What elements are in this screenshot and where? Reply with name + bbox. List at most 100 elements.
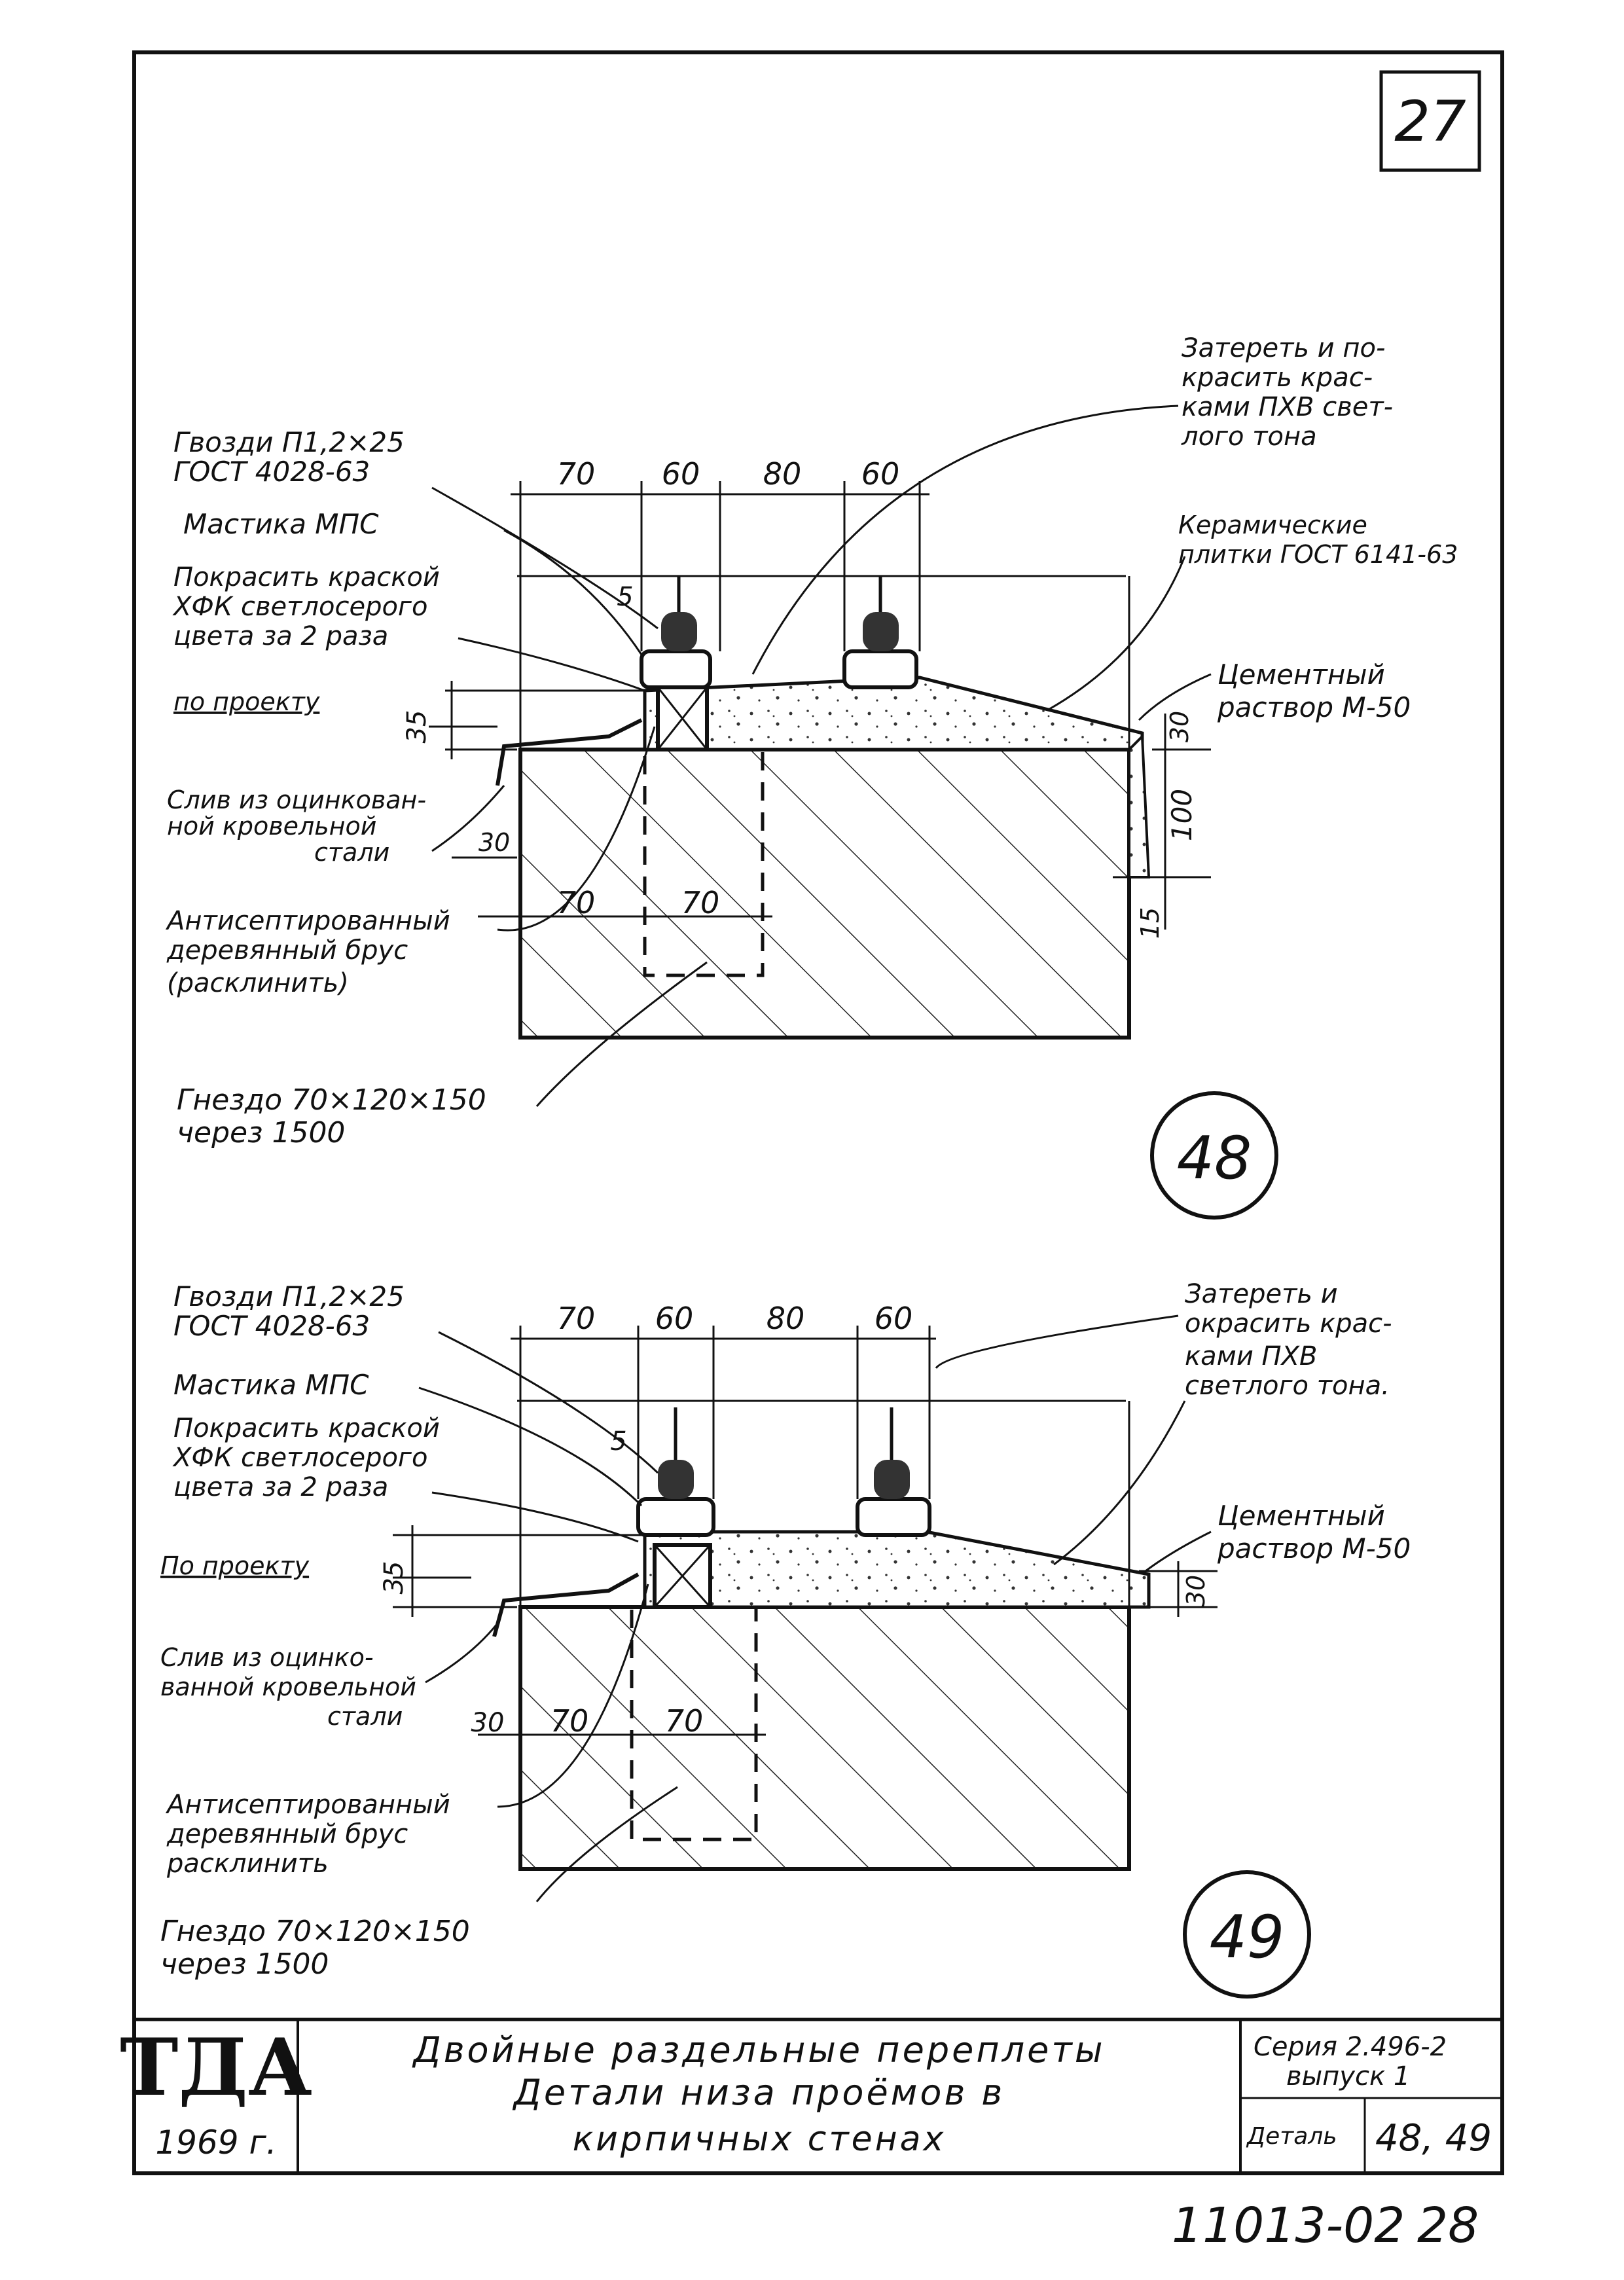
dim-top-2-48: 60 (662, 456, 700, 492)
svg-text:цвета за 2 раза: цвета за 2 раза (173, 1472, 388, 1502)
dim-top-4-48: 60 (861, 456, 900, 492)
wall-section-49 (520, 1607, 1129, 1869)
page-number: 27 (1394, 89, 1466, 154)
detail-number-circle-48 (1150, 1091, 1278, 1220)
detail-label: Деталь (1246, 2123, 1337, 2150)
svg-text:ками ПХВ: ками ПХВ (1185, 1341, 1317, 1371)
svg-text:деревянный брус: деревянный брус (166, 935, 408, 966)
svg-text:Затереть и: Затереть и (1185, 1279, 1338, 1309)
svg-text:Гнездо 70×120×150: Гнездо 70×120×150 (160, 1915, 470, 1948)
issue-label: выпуск 1 (1286, 2061, 1410, 2091)
svg-text:Керамические: Керамические (1178, 511, 1367, 539)
title-line-3: кирпичных стенах (573, 2120, 947, 2159)
note-mastic-48: Мастика МПС (183, 508, 379, 540)
note-socket-48: Гнездо 70×120×150 через 1500 (177, 1083, 486, 1149)
svg-text:через 1500: через 1500 (160, 1947, 329, 1981)
svg-text:красить крас-: красить крас- (1182, 363, 1373, 393)
svg-text:Слив из оцинко-: Слив из оцинко- (160, 1643, 374, 1672)
svg-text:Слив из оцинкован-: Слив из оцинкован- (167, 786, 426, 814)
note-drip-48: Слив из оцинкован- ной кровельной стали (167, 786, 426, 867)
note-paint-48: Покрасить краской ХФК светлосерого цвета… (172, 562, 440, 651)
dim-30-right-48: 30 (1165, 711, 1194, 742)
svg-text:светлого тона.: светлого тона. (1185, 1371, 1390, 1401)
dim-chain-top-48 (511, 481, 1130, 750)
note-nails-48: Гвозди П1,2×25 ГОСТ 4028-63 (173, 426, 405, 488)
logo-year: 1969 г. (155, 2124, 276, 2162)
dim-70a-49: 70 (550, 1703, 589, 1739)
dim-30-left-48: 30 (478, 828, 510, 857)
dim-5-49: 5 (610, 1426, 626, 1457)
title-line-1: Двойные раздельные переплеты (412, 2029, 1106, 2071)
dim-15-48: 15 (1136, 907, 1164, 939)
svg-text:ГОСТ 4028-63: ГОСТ 4028-63 (173, 456, 370, 488)
detail-49: 70 60 80 60 5 35 30 70 70 30 (160, 1279, 1411, 1999)
detail-number-48: 48 (1177, 1124, 1252, 1193)
note-nails-49: Гвозди П1,2×25 ГОСТ 4028-63 (173, 1280, 405, 1342)
dim-top-3-48: 80 (763, 456, 802, 492)
dim-top-1-48: 70 (557, 456, 596, 492)
svg-text:Антисептированный: Антисептированный (165, 906, 450, 936)
svg-text:через 1500: через 1500 (177, 1116, 345, 1149)
note-mortar-48: Цементный раствор М-50 (1217, 659, 1411, 723)
detail-48: 70 60 80 60 5 35 30 70 70 30 100 15 (165, 333, 1458, 1220)
svg-text:Гвозди П1,2×25: Гвозди П1,2×25 (173, 426, 405, 458)
svg-text:Гвозди П1,2×25: Гвозди П1,2×25 (173, 1280, 405, 1312)
dim-5-48: 5 (617, 582, 633, 612)
dim-100-48: 100 (1166, 789, 1198, 841)
svg-text:стали: стали (314, 838, 389, 867)
note-per-project-48: по проекту (173, 687, 320, 716)
note-mortar-49: Цементный раствор М-50 (1217, 1500, 1411, 1565)
svg-text:расклинить: расклинить (166, 1849, 329, 1879)
frame-right-49 (856, 1497, 931, 1537)
dim-70b-48: 70 (681, 885, 720, 920)
svg-text:раствор М-50: раствор М-50 (1217, 1532, 1411, 1565)
svg-text:стали: стали (327, 1702, 403, 1731)
detail-number-circle-49 (1183, 1870, 1311, 1999)
logo-tda: ТДА (120, 2021, 312, 2114)
note-rub-49: Затереть и окрасить крас- ками ПХВ светл… (1185, 1279, 1392, 1401)
svg-text:ХФК светлосерого: ХФК светлосерого (172, 592, 427, 622)
svg-text:Цементный: Цементный (1218, 659, 1385, 691)
dim-top-3-49: 80 (767, 1301, 805, 1336)
svg-text:Покрасить краской: Покрасить краской (173, 562, 440, 592)
drip-flashing-48 (496, 718, 643, 786)
note-drip-49: Слив из оцинко- ванной кровельной стали (160, 1643, 416, 1731)
note-beam-49: Антисептированный деревянный брус раскли… (165, 1790, 450, 1879)
socket-48 (643, 748, 765, 977)
page-number-box: 27 (1379, 70, 1481, 172)
dim-70a-48: 70 (557, 885, 596, 920)
svg-text:лого тона: лого тона (1181, 422, 1317, 452)
leaders-49 (393, 1314, 1212, 1902)
dim-30-left-49: 30 (471, 1708, 505, 1738)
dim-35-48: 35 (402, 710, 432, 744)
mortar-bed-49 (643, 1530, 1151, 1609)
dim-70b-49: 70 (665, 1703, 704, 1739)
svg-text:ГОСТ 4028-63: ГОСТ 4028-63 (173, 1310, 370, 1342)
svg-text:раствор М-50: раствор М-50 (1217, 691, 1411, 723)
note-paint-49: Покрасить краской ХФК светлосерого цвета… (172, 1413, 440, 1502)
frame-right-48 (842, 649, 918, 689)
note-beam-48: Антисептированный деревянный брус (раскл… (165, 906, 450, 998)
title-block: ТДА 1969 г. Двойные раздельные переплеты… (120, 2021, 1492, 2162)
svg-text:ками ПХВ свет-: ками ПХВ свет- (1182, 392, 1393, 422)
detail-number-49: 49 (1210, 1903, 1285, 1972)
frame-left-49 (636, 1497, 715, 1537)
leaders-48 (429, 405, 1212, 1107)
note-mastic-49: Мастика МПС (173, 1369, 369, 1401)
note-tiles-48: Керамические плитки ГОСТ 6141-63 (1178, 511, 1458, 569)
dim-top-2-49: 60 (655, 1301, 694, 1336)
svg-text:ной кровельной: ной кровельной (167, 812, 376, 841)
svg-text:Затереть и по-: Затереть и по- (1182, 333, 1385, 363)
frame-left-48 (640, 649, 712, 689)
mortar-bed-48 (643, 676, 1144, 751)
note-rub-48: Затереть и по- красить крас- ками ПХВ св… (1181, 333, 1393, 452)
title-line-2: Детали низа проёмов в (513, 2072, 1005, 2113)
svg-text:Гнездо 70×120×150: Гнездо 70×120×150 (177, 1083, 486, 1117)
sheet-frame (132, 50, 1504, 2175)
drip-flashing-49 (492, 1572, 640, 1637)
bottom-code: 11013-02 (1172, 2198, 1405, 2254)
bottom-page: 28 (1417, 2198, 1479, 2254)
svg-text:плитки ГОСТ 6141-63: плитки ГОСТ 6141-63 (1178, 540, 1458, 569)
svg-text:цвета за 2 раза: цвета за 2 раза (173, 621, 388, 651)
